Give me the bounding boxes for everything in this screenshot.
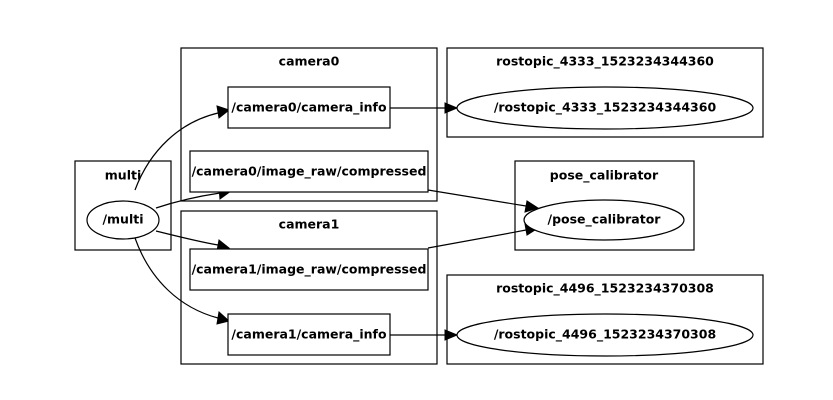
edge-line bbox=[134, 112, 219, 191]
edge-line bbox=[427, 229, 527, 249]
cluster-rostopic-4496-label: rostopic_4496_1523234370308 bbox=[496, 281, 714, 297]
cluster-rostopic-4333-label: rostopic_4333_1523234344360 bbox=[496, 54, 714, 70]
node-camera1-camera-info-label: /camera1/camera_info bbox=[231, 327, 387, 343]
cluster-pose-calibrator-label: pose_calibrator bbox=[550, 168, 659, 184]
node-rostopic-4333-shape bbox=[456, 86, 754, 130]
node-camera1-camera-info-box bbox=[227, 313, 391, 356]
arrow-head bbox=[216, 105, 231, 119]
cluster-multi-label: multi bbox=[105, 168, 141, 183]
node-multi-shape bbox=[86, 200, 160, 240]
node-multi[interactable]: /multi bbox=[86, 200, 160, 240]
edge-camera0-info-to-rostopic-4333 bbox=[390, 102, 459, 114]
node-camera0-camera-info[interactable]: /camera0/camera_info bbox=[227, 86, 391, 129]
edge-line bbox=[155, 192, 221, 209]
node-pose-calibrator-shape bbox=[523, 199, 685, 241]
node-camera0-image-raw-compressed-box bbox=[189, 150, 429, 193]
node-camera0-camera-info-label: /camera0/camera_info bbox=[231, 100, 387, 116]
arrow-head bbox=[216, 311, 231, 325]
node-rostopic-4496[interactable]: /rostopic_4496_1523234370308 bbox=[456, 313, 754, 357]
cluster-camera1-label: camera1 bbox=[279, 217, 340, 232]
node-pose-calibrator[interactable]: /pose_calibrator bbox=[523, 199, 685, 241]
edge-camera0-image-to-pose-calibrator bbox=[427, 189, 540, 213]
edge-line bbox=[427, 189, 527, 207]
edge-camera1-info-to-rostopic-4496 bbox=[390, 329, 459, 341]
node-camera1-image-raw-compressed-box bbox=[189, 248, 429, 291]
node-camera0-image-raw-compressed-label: /camera0/image_raw/compressed bbox=[192, 164, 427, 180]
arrow-head bbox=[524, 200, 540, 213]
node-camera0-camera-info-box bbox=[227, 86, 391, 129]
node-rostopic-4333-label: /rostopic_4333_1523234344360 bbox=[494, 100, 717, 116]
node-pose-calibrator-label: /pose_calibrator bbox=[548, 212, 662, 228]
node-multi-label: /multi bbox=[102, 212, 143, 227]
cluster-camera0-label: camera0 bbox=[279, 54, 340, 69]
node-rostopic-4496-shape bbox=[456, 313, 754, 357]
node-camera0-image-raw-compressed[interactable]: /camera0/image_raw/compressed bbox=[189, 150, 429, 193]
edge-line bbox=[155, 230, 219, 246]
arrow-head bbox=[444, 329, 459, 341]
edge-multi-to-camera1-info bbox=[134, 237, 231, 325]
node-camera1-image-raw-compressed[interactable]: /camera1/image_raw/compressed bbox=[189, 248, 429, 291]
node-camera1-image-raw-compressed-label: /camera1/image_raw/compressed bbox=[192, 262, 427, 278]
node-camera1-camera-info[interactable]: /camera1/camera_info bbox=[227, 313, 391, 356]
edge-multi-to-camera0-info bbox=[134, 105, 231, 191]
arrow-head bbox=[444, 102, 459, 114]
node-rostopic-4333[interactable]: /rostopic_4333_1523234344360 bbox=[456, 86, 754, 130]
node-rostopic-4496-label: /rostopic_4496_1523234370308 bbox=[494, 327, 716, 343]
edge-line bbox=[134, 237, 219, 319]
